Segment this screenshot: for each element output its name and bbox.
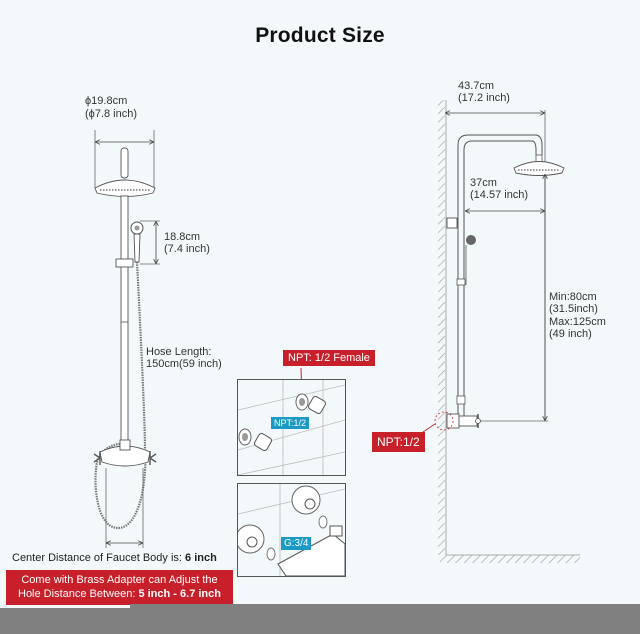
bottom-bar xyxy=(0,608,640,634)
banner-range: 5 inch - 6.7 inch xyxy=(138,588,221,600)
height-max-inch: (49 inch) xyxy=(549,328,592,340)
height-min-cm: Min:80cm xyxy=(549,291,597,303)
banner-line1: Come with Brass Adapter can Adjust the xyxy=(21,574,218,586)
head-diameter-inch: (ϕ7.8 inch) xyxy=(85,108,138,120)
npt-half-inset-label: NPT:1/2 xyxy=(271,417,310,429)
banner-line2: Hole Distance Between: 5 inch - 6.7 inch xyxy=(18,588,221,600)
center-distance-value: 6 inch xyxy=(185,552,217,564)
inset-g34-connection xyxy=(237,483,346,577)
page-title: Product Size xyxy=(255,24,385,47)
hose-length-label: Hose Length: xyxy=(146,346,212,358)
bottom-bar-edge xyxy=(130,604,640,608)
handheld-length-cm: 18.8cm xyxy=(164,231,201,243)
center-distance-note: Center Distance of Faucet Body is: 6 inc… xyxy=(12,552,217,564)
handheld-length-inch: (7.4 inch) xyxy=(164,243,210,255)
center-distance-label: Center Distance of Faucet Body is: xyxy=(12,552,186,564)
hose-length-value: 150cm(59 inch) xyxy=(146,358,222,370)
height-max-cm: Max:125cm xyxy=(549,316,606,328)
arm-length-cm: 37cm xyxy=(470,177,497,189)
g34-label: G:3/4 xyxy=(281,537,312,550)
reach-cm: 43.7cm xyxy=(458,80,495,92)
height-min-inch: (31.5inch) xyxy=(549,303,598,315)
npt-female-label: NPT: 1/2 Female xyxy=(283,350,375,366)
arm-length-inch: (14.57 inch) xyxy=(470,189,529,201)
adapter-banner: Come with Brass Adapter can Adjust the H… xyxy=(6,570,233,605)
reach-inch: (17.2 inch) xyxy=(458,92,510,104)
inlet-npt-label: NPT:1/2 xyxy=(372,432,425,452)
head-diameter-cm: ϕ19.8cm xyxy=(85,95,128,107)
